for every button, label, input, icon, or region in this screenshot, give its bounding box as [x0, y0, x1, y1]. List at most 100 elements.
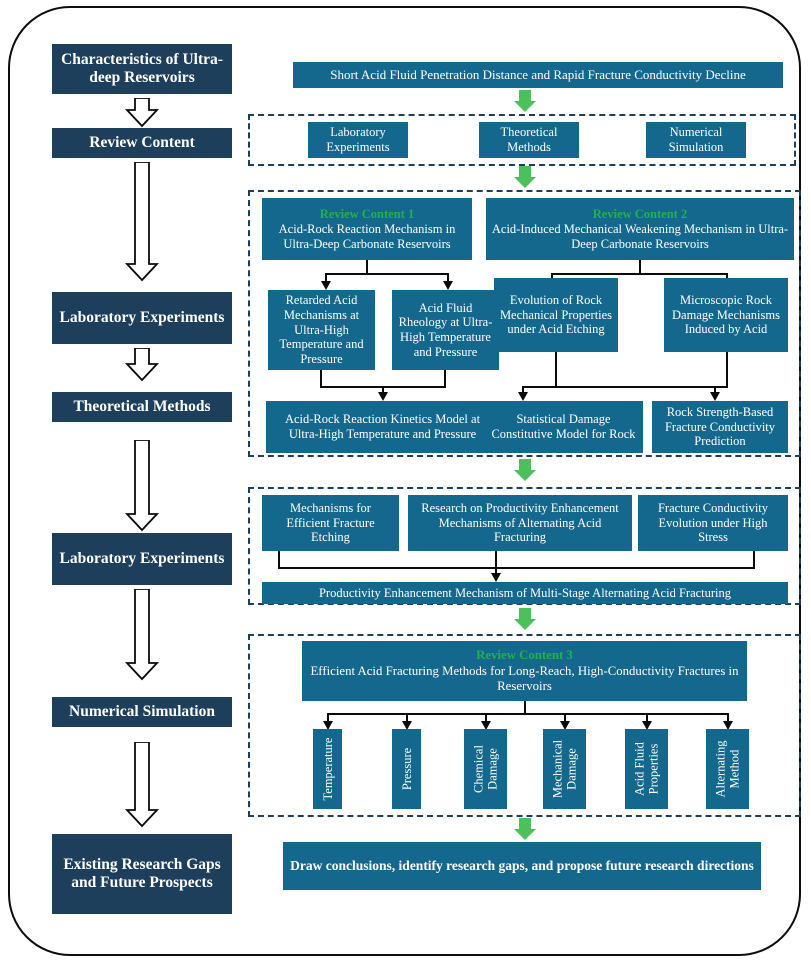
- review-content-3-box[interactable]: Review Content 3 Efficient Acid Fracturi…: [302, 641, 747, 701]
- review-content-1-heading: Review Content 1: [319, 206, 415, 221]
- rc1-child-label: Acid Fluid Rheology at Ultra-High Temper…: [398, 300, 493, 359]
- left-stage-numerical-simulation[interactable]: Numerical Simulation: [52, 697, 232, 727]
- rc2-outcome-label: Rock Strength-Based Fracture Conductivit…: [664, 405, 776, 449]
- factor-box-chemical-damage[interactable]: Chemical Damage: [464, 729, 507, 809]
- factor-label: Temperature: [320, 737, 335, 801]
- rc1-child-label: Retarded Acid Mechanisms at Ultra-High T…: [279, 293, 364, 366]
- factor-label: Mechanical Damage: [550, 739, 579, 799]
- left-stage-label: Characteristics of Ultra-deep Reservoirs: [61, 50, 223, 86]
- green-arrow-shaft: [519, 90, 531, 102]
- green-arrow-shaft: [519, 818, 531, 830]
- productivity-merge-right: [753, 551, 756, 569]
- white-arrow-6: [122, 742, 162, 828]
- productivity-item-fracture-etching[interactable]: Mechanisms for Efficient Fracture Etchin…: [262, 495, 399, 551]
- rc1-merge-left: [320, 370, 323, 388]
- left-stage-label: Laboratory Experiments: [59, 308, 225, 326]
- left-stage-laboratory-experiments-1[interactable]: Laboratory Experiments: [52, 292, 232, 344]
- white-arrow-2: [122, 162, 162, 282]
- rc3-branch-3: [485, 713, 488, 723]
- productivity-merge-left: [278, 551, 281, 569]
- rc2-child-evolution-rock-mechanical[interactable]: Evolution of Rock Mechanical Properties …: [494, 278, 618, 352]
- problem-statement-box[interactable]: Short Acid Fluid Penetration Distance an…: [293, 62, 783, 88]
- green-arrow-to-conclusion: [514, 818, 536, 840]
- productivity-item-label: Fracture Conductivity Evolution under Hi…: [657, 501, 769, 545]
- rc2-outcome-arrow-right: [709, 392, 720, 401]
- factor-box-temperature[interactable]: Temperature: [313, 729, 342, 809]
- rc3-branch-5: [646, 713, 649, 723]
- review-content-1-body: Acid-Rock Reaction Mechanism in Ultra-De…: [278, 221, 456, 251]
- left-stage-theoretical-methods[interactable]: Theoretical Methods: [52, 392, 232, 422]
- rc1-outcome-kinetics-model[interactable]: Acid-Rock Reaction Kinetics Model at Ult…: [266, 401, 499, 453]
- rc2-child-microscopic-rock-damage[interactable]: Microscopic Rock Damage Mechanisms Induc…: [664, 278, 788, 352]
- method-box-theoretical-methods[interactable]: Theoretical Methods: [479, 122, 579, 158]
- rc2-merge-bus: [522, 386, 728, 389]
- rc2-outcome-conductivity-prediction[interactable]: Rock Strength-Based Fracture Conductivit…: [652, 401, 788, 453]
- left-stage-label: Theoretical Methods: [73, 397, 211, 415]
- review-content-3-inner: Review Content 3 Efficient Acid Fracturi…: [307, 648, 742, 693]
- green-arrow-shaft: [519, 166, 531, 178]
- green-arrow-head: [514, 829, 536, 840]
- white-arrow-3: [122, 348, 162, 382]
- rc3-branch-4: [564, 713, 567, 723]
- productivity-merge-mid: [495, 551, 498, 569]
- productivity-merge-stem: [495, 567, 498, 575]
- rc2-stem: [639, 260, 642, 275]
- rc3-branch-6: [727, 713, 730, 723]
- rc2-outcome-arrow-left: [517, 392, 528, 401]
- productivity-group-frame: [248, 487, 801, 605]
- left-stage-characteristics[interactable]: Characteristics of Ultra-deep Reservoirs: [52, 44, 232, 94]
- rc1-child-acid-fluid-rheology[interactable]: Acid Fluid Rheology at Ultra-High Temper…: [392, 290, 499, 370]
- factor-label: Pressure: [399, 747, 414, 791]
- rc3-arrow-3: [480, 721, 491, 730]
- left-stage-review-content[interactable]: Review Content: [52, 128, 232, 158]
- rc1-merge-arrow: [377, 392, 388, 401]
- green-arrow-to-review3: [514, 608, 536, 630]
- method-box-numerical-simulation[interactable]: Numerical Simulation: [646, 122, 746, 158]
- factor-box-acid-fluid-properties[interactable]: Acid Fluid Properties: [625, 729, 668, 809]
- rc1-arrow-left: [320, 281, 331, 290]
- conclusion-label: Draw conclusions, identify research gaps…: [290, 858, 754, 874]
- review-12-group-frame: [248, 190, 801, 457]
- conclusion-box[interactable]: Draw conclusions, identify research gaps…: [283, 842, 761, 890]
- review-content-2-box[interactable]: Review Content 2 Acid-Induced Mechanical…: [486, 198, 794, 260]
- productivity-item-high-stress[interactable]: Fracture Conductivity Evolution under Hi…: [638, 495, 788, 551]
- rc1-branch-right: [447, 273, 450, 283]
- productivity-merge-arrow: [490, 573, 501, 582]
- green-arrow-shaft: [519, 459, 531, 471]
- review-content-2-body: Acid-Induced Mechanical Weakening Mechan…: [491, 221, 789, 251]
- rc2-child-label: Microscopic Rock Damage Mechanisms Induc…: [672, 293, 780, 337]
- productivity-outcome-box[interactable]: Productivity Enhancement Mechanism of Mu…: [262, 582, 788, 604]
- left-stage-laboratory-experiments-2[interactable]: Laboratory Experiments: [52, 533, 232, 585]
- rc3-arrow-6: [722, 721, 733, 730]
- factor-box-pressure[interactable]: Pressure: [392, 729, 421, 809]
- rc1-merge-stem: [382, 386, 385, 394]
- productivity-item-alternating-acid[interactable]: Research on Productivity Enhancement Mec…: [408, 495, 632, 551]
- factor-box-alternating-method[interactable]: Alternating Method: [706, 729, 749, 809]
- factor-box-mechanical-damage[interactable]: Mechanical Damage: [543, 729, 586, 809]
- rc1-merge-right: [444, 370, 447, 388]
- problem-statement-label: Short Acid Fluid Penetration Distance an…: [330, 67, 746, 83]
- rc3-arrow-5: [641, 721, 652, 730]
- rc1-child-retarded-acid[interactable]: Retarded Acid Mechanisms at Ultra-High T…: [268, 290, 375, 370]
- factor-label: Alternating Method: [713, 740, 742, 798]
- rc2-merge-left: [555, 352, 558, 388]
- left-stage-existing-gaps[interactable]: Existing Research Gaps and Future Prospe…: [52, 834, 232, 914]
- rc2-outcome-statistical-damage-model[interactable]: Statistical Damage Constitutive Model fo…: [484, 401, 643, 453]
- rc3-arrow-2: [401, 721, 412, 730]
- review-content-2-heading: Review Content 2: [592, 206, 688, 221]
- rc3-stem: [524, 701, 527, 715]
- rc3-branch-1: [327, 713, 330, 723]
- review-content-3-body: Efficient Acid Fracturing Methods for Lo…: [310, 663, 739, 693]
- rc2-bus: [551, 273, 728, 276]
- left-stage-label: Review Content: [89, 133, 195, 151]
- review-content-1-box[interactable]: Review Content 1 Acid-Rock Reaction Mech…: [262, 198, 472, 260]
- rc3-bus: [327, 713, 727, 716]
- rc1-branch-left: [325, 273, 328, 283]
- white-arrow-1: [122, 98, 162, 128]
- left-stage-label: Existing Research Gaps and Future Prospe…: [63, 855, 221, 891]
- white-arrow-5: [122, 589, 162, 681]
- factor-label: Acid Fluid Properties: [632, 742, 661, 796]
- green-arrow-head: [514, 470, 536, 481]
- method-box-laboratory-experiments[interactable]: Laboratory Experiments: [308, 122, 408, 158]
- productivity-merge-bus: [278, 567, 755, 570]
